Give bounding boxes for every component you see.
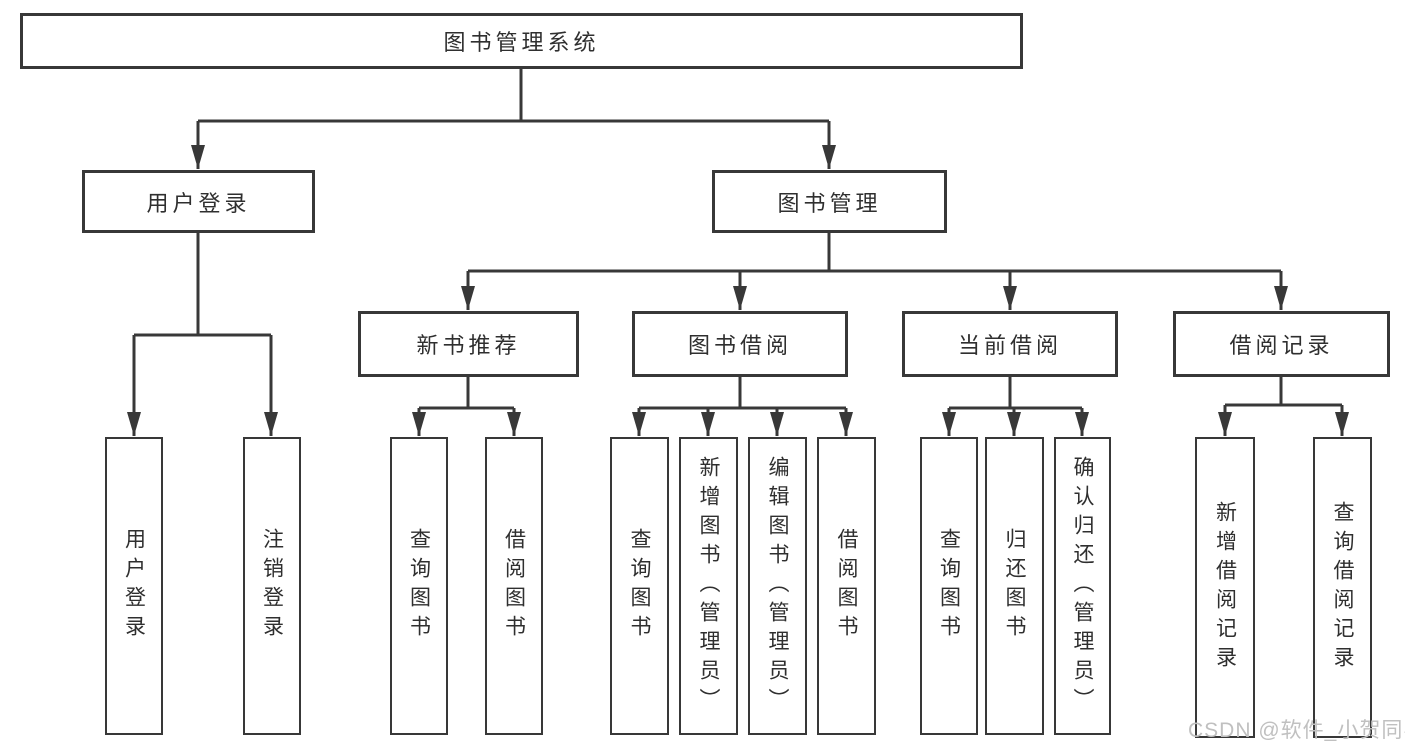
leaf-return-book-label: 归还图书 xyxy=(1003,528,1026,644)
leaf-query-books-borrow: 查询图书 xyxy=(610,437,669,735)
leaf-logout: 注销登录 xyxy=(243,437,301,735)
leaf-user-login: 用户登录 xyxy=(105,437,163,735)
connector-trunks xyxy=(134,69,1342,410)
connector-arrows xyxy=(127,121,1349,436)
leaf-query-books-borrow-label: 查询图书 xyxy=(628,528,651,644)
node-book-borrow: 图书借阅 xyxy=(632,311,848,377)
node-library-system-label: 图书管理系统 xyxy=(443,30,600,55)
leaf-query-books-current: 查询图书 xyxy=(920,437,978,735)
node-book-management-label: 图书管理 xyxy=(777,190,882,216)
leaf-edit-book-admin-label: 编辑图书（管理员） xyxy=(766,455,789,717)
leaf-borrow-books-label: 借阅图书 xyxy=(835,528,858,644)
leaf-query-borrow-record: 查询借阅记录 xyxy=(1313,437,1372,738)
leaf-query-books-recommend-label: 查询图书 xyxy=(407,528,431,644)
node-library-system: 图书管理系统 xyxy=(20,13,1023,69)
node-borrow-records-label: 借阅记录 xyxy=(1229,333,1334,358)
node-new-book-recommend: 新书推荐 xyxy=(358,311,579,377)
leaf-borrow-books-recommend-label: 借阅图书 xyxy=(502,528,526,644)
node-book-management: 图书管理 xyxy=(712,170,947,233)
node-book-borrow-label: 图书借阅 xyxy=(687,333,792,358)
node-new-book-recommend-label: 新书推荐 xyxy=(416,333,521,358)
leaf-query-books-recommend: 查询图书 xyxy=(390,437,448,735)
leaf-query-borrow-record-label: 查询借阅记录 xyxy=(1331,500,1354,675)
leaf-add-borrow-record-label: 新增借阅记录 xyxy=(1213,500,1237,675)
leaf-borrow-books-recommend: 借阅图书 xyxy=(485,437,543,735)
leaf-add-book-admin: 新增图书（管理员） xyxy=(679,437,738,735)
leaf-add-book-admin-label: 新增图书（管理员） xyxy=(697,455,720,717)
leaf-add-borrow-record: 新增借阅记录 xyxy=(1195,437,1255,738)
node-user-login-label: 用户登录 xyxy=(146,190,251,216)
leaf-confirm-return-admin-label: 确认归还（管理员） xyxy=(1071,455,1094,717)
node-current-borrow-label: 当前借阅 xyxy=(957,333,1062,358)
watermark: CSDN @软件_小贺同学 xyxy=(1188,719,1405,742)
node-current-borrow: 当前借阅 xyxy=(902,311,1118,377)
leaf-borrow-books: 借阅图书 xyxy=(817,437,876,735)
leaf-user-login-label: 用户登录 xyxy=(122,528,146,644)
leaf-edit-book-admin: 编辑图书（管理员） xyxy=(748,437,807,735)
node-user-login: 用户登录 xyxy=(82,170,315,233)
leaf-query-books-current-label: 查询图书 xyxy=(937,528,961,644)
leaf-logout-label: 注销登录 xyxy=(260,528,284,644)
node-borrow-records: 借阅记录 xyxy=(1173,311,1390,377)
leaf-confirm-return-admin: 确认归还（管理员） xyxy=(1054,437,1111,735)
leaf-return-book: 归还图书 xyxy=(985,437,1044,735)
